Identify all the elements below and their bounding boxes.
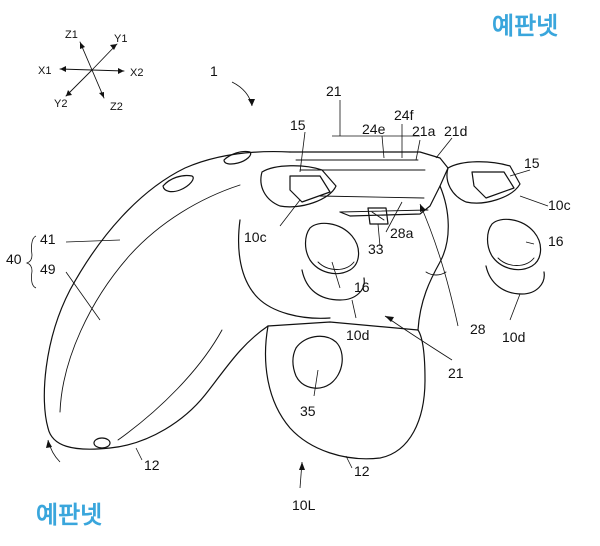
label-21d: 21d <box>444 123 467 139</box>
axis-y1: Y1 <box>114 33 127 45</box>
label-16-left: 16 <box>354 279 370 295</box>
label-28a: 28a <box>390 225 414 241</box>
label-28: 28 <box>470 321 486 337</box>
label-33: 33 <box>368 241 384 257</box>
axis-x2: X2 <box>130 67 143 79</box>
label-15-right: 15 <box>524 155 540 171</box>
watermark-bottom: 예판넷 <box>36 501 102 529</box>
label-12-right: 12 <box>354 463 370 479</box>
label-10d-left: 10d <box>346 327 369 343</box>
label-10c-right: 10c <box>548 197 571 213</box>
axis-x1: X1 <box>38 65 51 77</box>
controller-body <box>43 150 545 460</box>
leader-lines <box>25 81 549 489</box>
label-24f: 24f <box>394 107 414 123</box>
axis-y2: Y2 <box>54 98 67 110</box>
label-15-left: 15 <box>290 117 306 133</box>
label-24e: 24e <box>362 121 386 137</box>
reference-labels: 1 21 24f 24e 21a 21d 15 15 10c 10c 28a 3… <box>6 63 571 513</box>
label-35: 35 <box>300 403 316 419</box>
label-1: 1 <box>210 63 218 79</box>
label-21-top: 21 <box>326 83 342 99</box>
axis-z1: Z1 <box>65 29 78 41</box>
label-12-left: 12 <box>144 457 160 473</box>
label-40: 40 <box>6 251 22 267</box>
label-10L: 10L <box>292 497 316 513</box>
label-16-right: 16 <box>548 233 564 249</box>
label-21-bottom: 21 <box>448 365 464 381</box>
label-41: 41 <box>40 231 56 247</box>
axis-compass: Z1 Y1 X1 X2 Y2 Z2 <box>38 29 143 113</box>
watermark-top: 예판넷 <box>492 12 558 40</box>
axis-z2: Z2 <box>110 101 123 113</box>
label-10c-left: 10c <box>244 229 267 245</box>
label-10d-right: 10d <box>502 329 525 345</box>
label-49: 49 <box>40 261 56 277</box>
label-21a: 21a <box>412 123 436 139</box>
